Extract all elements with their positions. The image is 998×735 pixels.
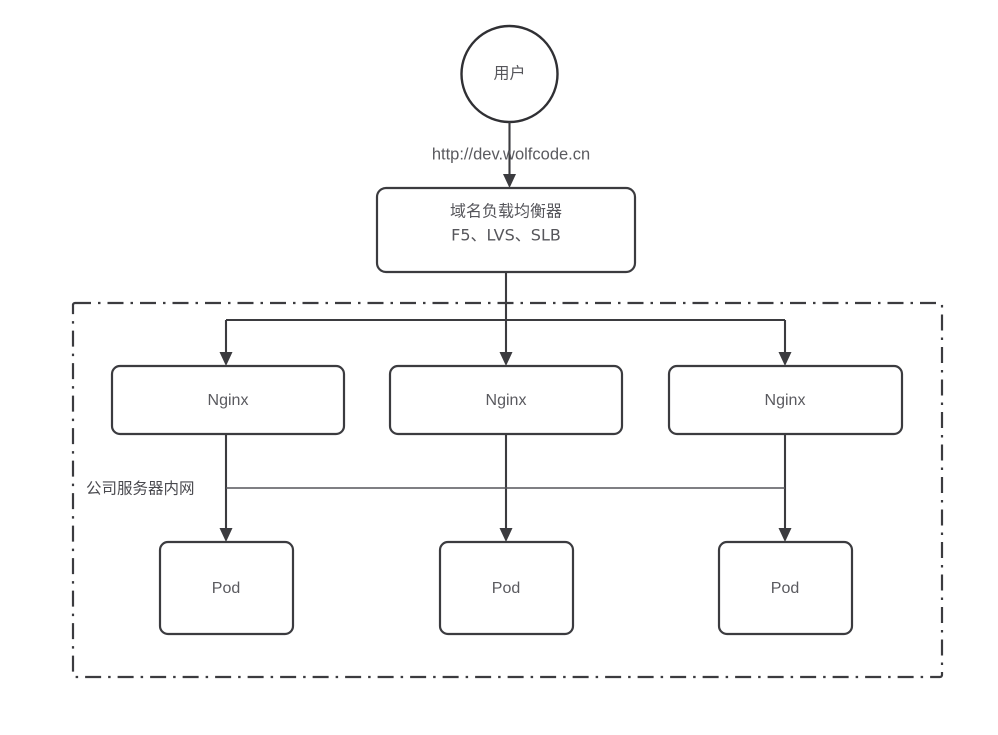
nginx-node-2-label: Nginx	[486, 392, 527, 409]
zone-boundary-intranet	[71, 301, 944, 679]
arrow-head-bus-to-nginx-3	[778, 352, 792, 366]
pod-node-2-label: Pod	[492, 580, 520, 597]
nginx-node-1[interactable]	[110, 364, 346, 436]
arrow-head-client-to-loadbalancer	[503, 174, 516, 188]
pod-node-3-label: Pod	[771, 580, 799, 597]
arrow-head-bus-to-nginx-2	[499, 352, 513, 366]
edge-label-request-url: http://dev.wolfcode.cn	[432, 145, 590, 163]
arrow-head-nginx-1-to-pod-1	[219, 528, 233, 542]
arrow-head-bus-to-nginx-1	[219, 352, 233, 366]
load-balancer-label-line1: 域名负载均衡器	[450, 202, 562, 221]
pod-node-3[interactable]	[717, 540, 854, 636]
nginx-node-1-label: Nginx	[208, 392, 249, 409]
pod-node-2[interactable]	[438, 540, 575, 636]
client-node-label: 用户	[493, 64, 525, 83]
zone-label-intranet: 公司服务器内网	[86, 480, 195, 498]
load-balancer-label-line2: F5、LVS、SLB	[451, 226, 561, 245]
arrow-head-nginx-3-to-pod-3	[778, 528, 792, 542]
nginx-node-3-label: Nginx	[765, 392, 806, 409]
pod-node-1[interactable]	[158, 540, 295, 636]
arrow-head-nginx-2-to-pod-2	[499, 528, 513, 542]
pod-node-1-label: Pod	[212, 580, 240, 597]
